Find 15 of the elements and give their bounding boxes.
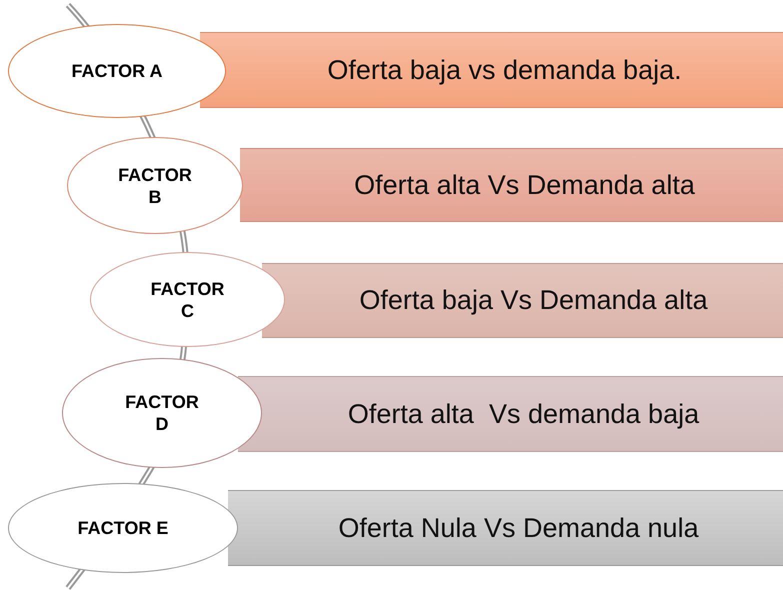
banner-text: Oferta alta Vs demanda baja: [348, 398, 700, 430]
factor-label: FACTOR D: [124, 391, 200, 435]
banner-text: Oferta alta Vs Demanda alta: [354, 170, 695, 200]
banner-bar: [200, 32, 783, 108]
banner-text: Oferta Nula Vs Demanda nula: [338, 512, 699, 544]
banner-bar: [240, 148, 783, 222]
factor-label: FACTOR B: [118, 164, 192, 208]
banner-text: Oferta baja Vs Demanda alta: [359, 285, 708, 316]
banner-bar: [262, 263, 783, 338]
banner-bar: [238, 376, 783, 452]
factor-label: FACTOR A: [71, 60, 162, 82]
factor-label: FACTOR C: [150, 278, 226, 322]
banner-bar: [228, 490, 783, 566]
banner-text: Oferta baja vs demanda baja.: [327, 54, 682, 86]
factor-label: FACTOR E: [78, 517, 168, 539]
